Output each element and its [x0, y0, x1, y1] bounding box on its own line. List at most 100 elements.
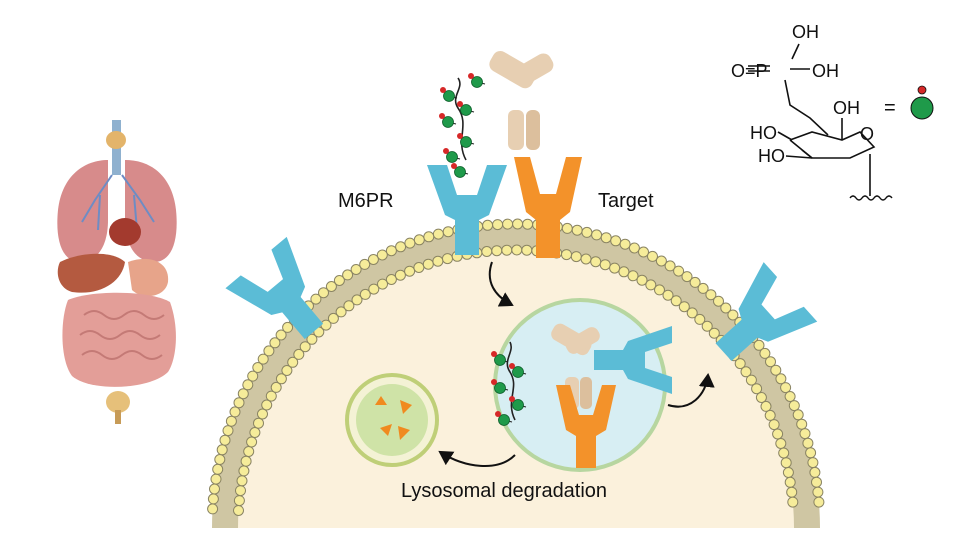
arrow-recycling	[667, 373, 715, 408]
lipid-head	[580, 253, 592, 265]
mannose-6-phosphate-ball	[454, 166, 466, 178]
lipid-head	[214, 454, 226, 465]
lipid-head	[786, 486, 798, 498]
lipid-head	[807, 457, 819, 469]
phosphate-dot	[451, 163, 457, 169]
phosphate-dot	[440, 87, 446, 93]
phosphate-dot	[491, 379, 497, 385]
lipid-head	[252, 362, 264, 373]
lipid-head	[561, 222, 573, 234]
mannose-6-phosphate-ball	[446, 151, 458, 163]
lipid-head	[697, 282, 709, 294]
phosphate-dot	[443, 148, 449, 154]
structure-ho-2: HO	[758, 146, 785, 166]
lipid-head	[216, 444, 228, 456]
lipid-head	[599, 259, 611, 271]
lipid-head	[570, 251, 582, 263]
lipid-head	[581, 226, 593, 238]
lipid-head	[609, 262, 621, 274]
lipid-head	[237, 388, 249, 400]
lipid-head	[249, 427, 261, 438]
membrane	[212, 224, 820, 528]
structure-ring-o: O	[860, 124, 874, 144]
lipid-head	[764, 409, 776, 421]
lipid-head	[225, 415, 237, 427]
m6p-glycan-top	[439, 73, 486, 178]
m6p-glycan-symbol	[910, 85, 934, 120]
mannose-6-phosphate-ball	[442, 116, 454, 128]
lipid-head	[647, 250, 658, 262]
lipid-head	[755, 392, 767, 403]
label-m6pr: M6PR	[338, 190, 394, 212]
lipid-head	[287, 356, 299, 368]
lipid-head	[673, 265, 685, 277]
lipid-head	[238, 465, 250, 477]
lipid-head	[655, 255, 667, 267]
m6pr-receptor-left	[225, 236, 324, 340]
lipid-head	[521, 244, 533, 256]
lipid-head	[811, 476, 822, 488]
lipid-head	[343, 300, 355, 312]
lipid-head	[236, 475, 248, 487]
lipid-head	[768, 419, 780, 431]
lipid-head	[734, 358, 746, 370]
lipid-head	[780, 382, 792, 394]
lipid-head	[590, 256, 602, 268]
m6p-structure: OH O=P OH OH O HO HO =	[731, 22, 934, 201]
lipid-head	[327, 312, 339, 324]
lipid-head	[233, 495, 245, 507]
lipid-head	[664, 260, 676, 272]
lipid-head	[265, 390, 277, 402]
lipid-head	[263, 345, 275, 357]
lipid-head	[681, 271, 693, 283]
lipid-head	[591, 229, 603, 241]
lipid-head	[207, 493, 219, 505]
lipid-head	[720, 302, 732, 314]
phosphate-dot	[457, 133, 463, 139]
lipid-head	[638, 246, 649, 258]
fragment	[380, 424, 392, 436]
mannose-6-phosphate-ball	[460, 136, 472, 148]
lipid-head	[219, 434, 231, 446]
lipid-head	[423, 231, 435, 243]
human-organs-icon	[57, 120, 177, 424]
endosome	[491, 298, 672, 472]
lipid-head	[359, 288, 371, 300]
antibody-top	[489, 51, 554, 150]
lipid-head	[325, 281, 337, 292]
lipid-head	[261, 399, 273, 411]
mannose-6-phosphate-ball	[512, 366, 524, 378]
mannose-6-phosphate-ball	[494, 354, 506, 366]
lipid-head	[275, 373, 287, 385]
lipid-head	[209, 483, 220, 495]
lipid-head	[377, 278, 388, 290]
lipid-head	[760, 400, 772, 412]
lipid-head	[571, 224, 583, 236]
lipid-head	[628, 242, 640, 254]
lipid-head	[561, 249, 572, 261]
lipid-head	[246, 436, 258, 448]
lipid-head	[772, 428, 784, 440]
lipid-head	[805, 447, 817, 459]
lipid-head	[727, 309, 739, 321]
lipid-head	[812, 486, 824, 498]
lipid-head	[481, 246, 493, 257]
lipid-head	[511, 244, 523, 256]
lipid-head	[796, 418, 808, 430]
lipid-head	[335, 306, 347, 318]
lipid-head	[662, 289, 674, 301]
lipid-head	[745, 374, 757, 386]
target-receptor-surface	[514, 157, 582, 258]
lipid-head	[740, 366, 752, 378]
lipid-head	[775, 373, 787, 385]
mannose-6-phosphate-ball	[498, 414, 510, 426]
structure-ring-oh: OH	[833, 98, 860, 118]
lipid-head	[367, 254, 379, 265]
fragment	[400, 400, 412, 414]
lipid-head	[491, 245, 503, 257]
lipid-head	[395, 241, 407, 253]
lipid-head	[306, 333, 318, 345]
mannose-6-phosphate-ball	[460, 104, 472, 116]
lipid-head	[242, 379, 254, 391]
